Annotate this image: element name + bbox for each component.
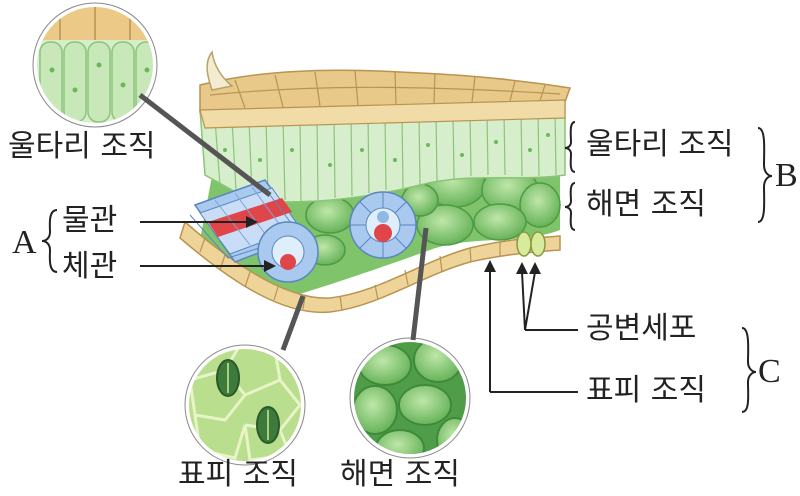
vein-cross-section-right (350, 192, 416, 258)
leaf-tip (207, 52, 232, 90)
label-epidermis-right: 표피 조직 (586, 376, 706, 406)
brace-palisade (565, 122, 575, 172)
brace-spongy (565, 183, 575, 230)
brace-a (42, 210, 57, 272)
magnifier-epidermis (180, 296, 310, 470)
label-palisade-left: 울타리 조직 (8, 132, 156, 162)
guard-cell-leader-left (522, 272, 525, 330)
label-guard-cell: 공변세포 (586, 314, 696, 344)
label-spongy-bottom: 해면 조직 (340, 460, 460, 490)
leaf-block (180, 52, 570, 312)
label-phloem: 체관 (62, 252, 117, 282)
letter-c: C (758, 355, 781, 389)
brace-b (758, 128, 772, 222)
letter-b: B (775, 159, 798, 193)
guard-cell-leader-right (525, 272, 535, 330)
label-epidermis-bottom: 표피 조직 (178, 460, 298, 490)
brace-c (742, 328, 756, 412)
vein-cross-section-left (258, 222, 318, 282)
letter-a: A (12, 226, 37, 260)
label-palisade-right: 울타리 조직 (586, 130, 734, 160)
label-xylem: 물관 (62, 206, 117, 236)
label-spongy-right: 해면 조직 (586, 190, 706, 220)
